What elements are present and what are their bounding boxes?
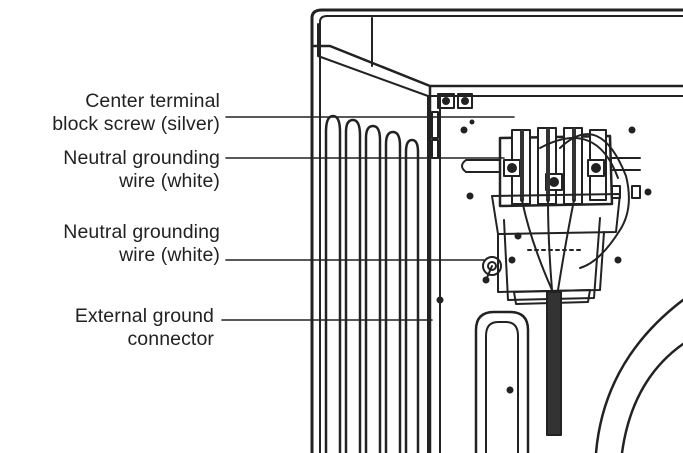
vent-ribs [324, 114, 420, 453]
callout-line: External ground [74, 305, 214, 327]
callout-neutral-ground-wire-1: Neutral grounding wire (white) [0, 147, 220, 193]
callout-line: Center terminal [85, 90, 220, 112]
callout-external-ground-connector: External ground connector [0, 305, 214, 351]
callout-line: connector [127, 328, 214, 350]
callout-center-terminal-screw: Center terminal block screw (silver) [0, 90, 220, 136]
callout-line: wire (white) [119, 244, 220, 266]
mounting-bracket [431, 93, 473, 159]
callout-line: block screw (silver) [52, 113, 220, 135]
cabinet-frame [310, 8, 683, 453]
callout-line: wire (white) [119, 170, 220, 192]
callout-line: Neutral grounding [63, 147, 220, 169]
callout-neutral-ground-wire-2: Neutral grounding wire (white) [0, 221, 220, 267]
terminal-block [461, 127, 641, 235]
ground-wires [521, 133, 630, 291]
exhaust-duct [474, 310, 530, 453]
ground-screw [482, 256, 502, 281]
callout-line: Neutral grounding [63, 221, 220, 243]
leader-lines [221, 116, 515, 321]
drum-outline [594, 298, 683, 453]
power-cord [546, 291, 562, 436]
